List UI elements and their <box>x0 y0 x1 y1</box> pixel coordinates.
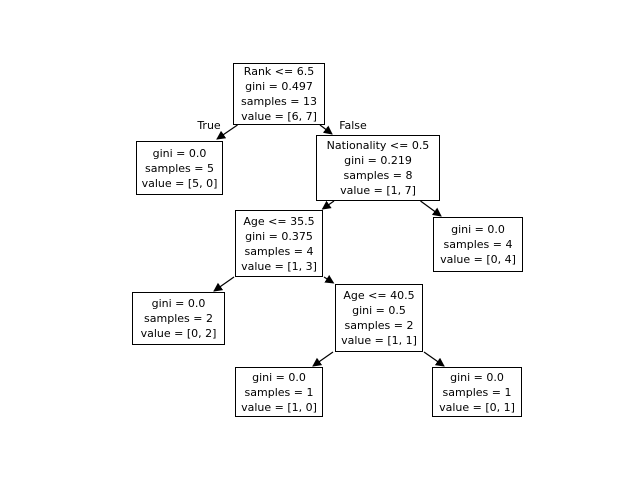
tree-node-leaf-0-2: gini = 0.0 samples = 2 value = [0, 2] <box>132 292 225 345</box>
edge-age35-to-age40 <box>323 274 335 284</box>
node-line: samples = 2 <box>344 319 414 332</box>
node-line: gini = 0.0 <box>151 297 206 310</box>
node-line: value = [6, 7] <box>241 110 317 123</box>
node-line: value = [1, 3] <box>241 259 317 273</box>
node-line: gini = 0.497 <box>245 80 313 93</box>
node-line: gini = 0.219 <box>344 154 412 167</box>
node-line: samples = 4 <box>244 244 314 258</box>
tree-node-leaf-true: gini = 0.0 samples = 5 value = [5, 0] <box>136 141 223 195</box>
edge-age35-to-leaf02 <box>213 276 235 292</box>
tree-node-leaf-0-1: gini = 0.0 samples = 1 value = [0, 1] <box>432 367 522 417</box>
node-line: gini = 0.0 <box>451 223 505 236</box>
node-line: gini = 0.375 <box>245 229 313 243</box>
tree-node-root: Rank <= 6.5 gini = 0.497 samples = 13 va… <box>233 63 325 125</box>
edge-root-to-nationality <box>319 124 333 135</box>
node-line: samples = 4 <box>443 238 513 251</box>
node-line: samples = 1 <box>244 385 314 399</box>
node-line: gini = 0.0 <box>252 370 306 384</box>
edge-label-true: True <box>197 119 221 132</box>
node-line: samples = 8 <box>343 169 413 182</box>
edge-nationality-to-leaf04 <box>420 200 442 217</box>
node-line: Age <= 35.5 <box>243 214 315 228</box>
node-line: value = [1, 0] <box>241 400 317 414</box>
node-line: value = [1, 7] <box>340 184 416 197</box>
node-line: gini = 0.0 <box>152 146 207 160</box>
edge-age40-to-leaf01 <box>423 351 445 367</box>
edge-label-false: False <box>339 119 367 132</box>
tree-node-nationality: Nationality <= 0.5 gini = 0.219 samples … <box>316 135 440 201</box>
edge-nationality-to-age35 <box>321 200 335 210</box>
tree-node-leaf-0-4: gini = 0.0 samples = 4 value = [0, 4] <box>433 217 523 272</box>
edge-root-to-true-leaf <box>216 124 238 140</box>
tree-node-leaf-1-0: gini = 0.0 samples = 1 value = [1, 0] <box>235 367 323 417</box>
node-line: samples = 13 <box>241 95 317 108</box>
node-line: Nationality <= 0.5 <box>326 139 430 152</box>
node-line: value = [0, 2] <box>140 327 217 340</box>
node-line: gini = 0.5 <box>352 304 406 317</box>
node-line: value = [5, 0] <box>141 176 218 190</box>
node-line: samples = 2 <box>144 312 213 325</box>
node-line: samples = 5 <box>145 161 214 175</box>
node-line: samples = 1 <box>442 385 512 399</box>
tree-node-age-35: Age <= 35.5 gini = 0.375 samples = 4 val… <box>235 210 323 277</box>
node-line: Age <= 40.5 <box>343 289 415 302</box>
node-line: gini = 0.0 <box>450 370 504 384</box>
tree-node-age-40: Age <= 40.5 gini = 0.5 samples = 2 value… <box>335 284 423 352</box>
node-line: value = [0, 4] <box>440 253 516 266</box>
node-line: Rank <= 6.5 <box>243 65 315 78</box>
node-line: value = [0, 1] <box>439 400 515 414</box>
node-line: value = [1, 1] <box>341 334 417 347</box>
edge-age40-to-leaf10 <box>312 351 334 367</box>
